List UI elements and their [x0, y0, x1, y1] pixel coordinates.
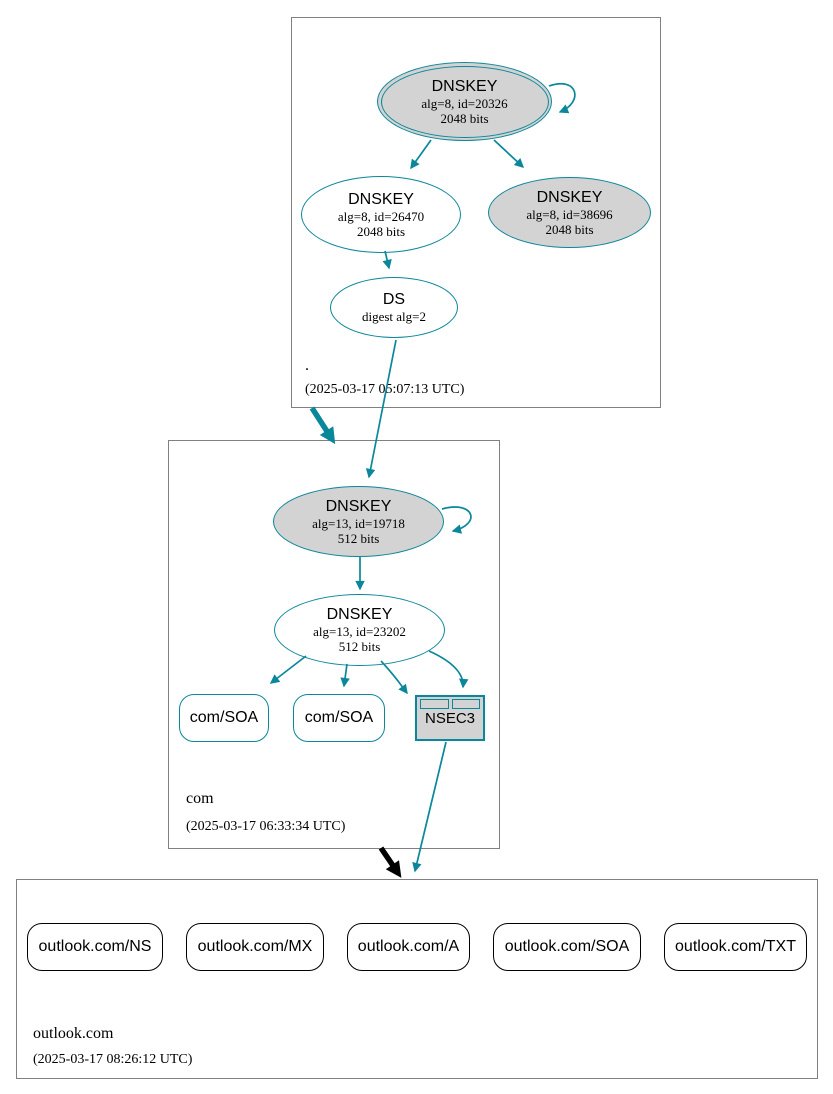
node-label: outlook.com/SOA — [504, 938, 630, 955]
nsec3-cell — [451, 699, 480, 709]
node-detail-digest: digest alg=2 — [361, 309, 427, 324]
node-detail-bits: 512 bits — [338, 639, 381, 654]
zone-box-outlook-com: outlook.com (2025-03-17 08:26:12 UTC) — [16, 879, 818, 1079]
node-label: outlook.com/MX — [197, 938, 313, 955]
node-title: DNSKEY — [326, 606, 393, 623]
node-label: outlook.com/A — [357, 938, 460, 955]
node-com-nsec3[interactable]: NSEC3 — [415, 695, 485, 741]
node-label: outlook.com/TXT — [675, 938, 796, 955]
zone-timestamp-com: (2025-03-17 06:33:34 UTC) — [186, 819, 346, 834]
node-detail-alg-id: alg=13, id=19718 — [312, 515, 405, 531]
ksk-double-ring — [380, 65, 549, 138]
node-com-dnskey-zsk-23202[interactable]: DNSKEY alg=13, id=23202 512 bits — [274, 594, 445, 666]
node-title: DS — [382, 291, 406, 308]
node-com-soa-1[interactable]: com/SOA — [179, 694, 269, 742]
node-detail-alg-id: alg=13, id=23202 — [313, 624, 406, 639]
node-detail-alg-id: alg=8, id=20326 — [421, 95, 508, 111]
node-outlook-a[interactable]: outlook.com/A — [347, 923, 470, 971]
node-outlook-mx[interactable]: outlook.com/MX — [186, 923, 324, 971]
node-label: com/SOA — [304, 709, 374, 726]
node-detail-alg-id: alg=8, id=26470 — [337, 208, 425, 224]
node-com-soa-2[interactable]: com/SOA — [293, 694, 385, 742]
node-detail-alg-id: alg=8, id=38696 — [526, 206, 613, 222]
zone-label-com: com — [186, 790, 214, 807]
node-detail-bits: 2048 bits — [440, 110, 489, 126]
zone-timestamp-outlook-com: (2025-03-17 08:26:12 UTC) — [33, 1052, 193, 1067]
node-root-ds[interactable]: DS digest alg=2 — [330, 277, 458, 338]
node-detail-bits: 2048 bits — [356, 223, 406, 239]
node-detail-bits: 512 bits — [337, 530, 380, 546]
node-outlook-ns[interactable]: outlook.com/NS — [27, 923, 163, 971]
node-detail-bits: 2048 bits — [545, 221, 594, 237]
node-root-dnskey-ksk-20326[interactable]: DNSKEY alg=8, id=20326 2048 bits — [377, 62, 552, 141]
edge-secure-delegation-root-to-com — [309, 406, 336, 445]
node-title: DNSKEY — [325, 497, 392, 515]
node-label: com/SOA — [189, 709, 259, 726]
node-com-dnskey-ksk-19718[interactable]: DNSKEY alg=13, id=19718 512 bits — [273, 486, 444, 557]
zone-box-com: com (2025-03-17 06:33:34 UTC) — [168, 440, 500, 849]
node-title: DNSKEY — [536, 188, 603, 206]
node-label: outlook.com/NS — [38, 938, 152, 955]
node-title: DNSKEY — [431, 77, 498, 95]
nsec3-cell — [420, 699, 449, 709]
node-label: NSEC3 — [424, 710, 476, 727]
edge-insecure-delegation-com-to-outlook — [378, 846, 402, 878]
node-outlook-soa[interactable]: outlook.com/SOA — [493, 923, 641, 971]
node-root-dnskey-38696[interactable]: DNSKEY alg=8, id=38696 2048 bits — [488, 177, 651, 248]
node-title: DNSKEY — [348, 190, 414, 208]
node-outlook-txt[interactable]: outlook.com/TXT — [664, 923, 807, 971]
node-root-dnskey-zsk-26470[interactable]: DNSKEY alg=8, id=26470 2048 bits — [301, 176, 461, 253]
nsec3-header-cells — [420, 699, 480, 709]
zone-label-outlook-com: outlook.com — [33, 1025, 114, 1042]
zone-label-root: . — [305, 357, 309, 374]
zone-timestamp-root: (2025-03-17 05:07:13 UTC) — [305, 382, 465, 397]
